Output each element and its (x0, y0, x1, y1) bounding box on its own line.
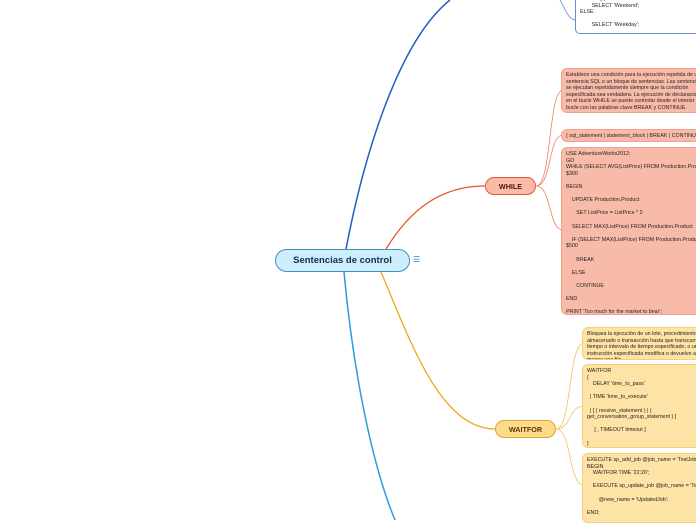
top-code-card[interactable]: N'Sunday') SELECT 'Weekend'; ELSE SELECT… (575, 0, 696, 34)
branch-line-waitfor (380, 271, 496, 430)
while-syntax-card[interactable]: { sql_statement | statement_block | BREA… (561, 129, 696, 142)
notes-icon[interactable]: ☰ (413, 255, 421, 264)
root-topic[interactable]: Sentencias de control (275, 249, 410, 272)
waitfor-example-card[interactable]: EXECUTE sp_add_job @job_name = 'TestJob'… (582, 453, 696, 523)
branch-line-upper (345, 0, 451, 250)
branch-line-while (385, 185, 486, 250)
topic-waitfor[interactable]: WAITFOR (495, 420, 556, 438)
while-link-syntax (535, 134, 564, 187)
root-topic-label: Sentencias de control (293, 255, 392, 266)
while-link-description (535, 89, 564, 187)
while-description-card[interactable]: Establece una condición para la ejecució… (561, 68, 696, 113)
while-link-example (535, 185, 564, 231)
branch-line-lower (343, 271, 396, 520)
waitfor-syntax-card[interactable]: WAITFOR { DELAY 'time_to_pass' | TIME 't… (582, 364, 696, 448)
while-example-card[interactable]: USE AdventureWorks2012; GO WHILE (SELECT… (561, 147, 696, 315)
top-card-link (559, 0, 577, 21)
waitfor-link-description (555, 342, 585, 430)
topic-while[interactable]: WHILE (485, 177, 536, 195)
waitfor-link-syntax (555, 405, 585, 430)
waitfor-link-example (555, 428, 585, 486)
topic-waitfor-label: WAITFOR (508, 424, 543, 434)
topic-while-label: WHILE (498, 181, 523, 191)
waitfor-description-card[interactable]: Bloquea la ejecución de un lote, procedi… (582, 327, 696, 360)
